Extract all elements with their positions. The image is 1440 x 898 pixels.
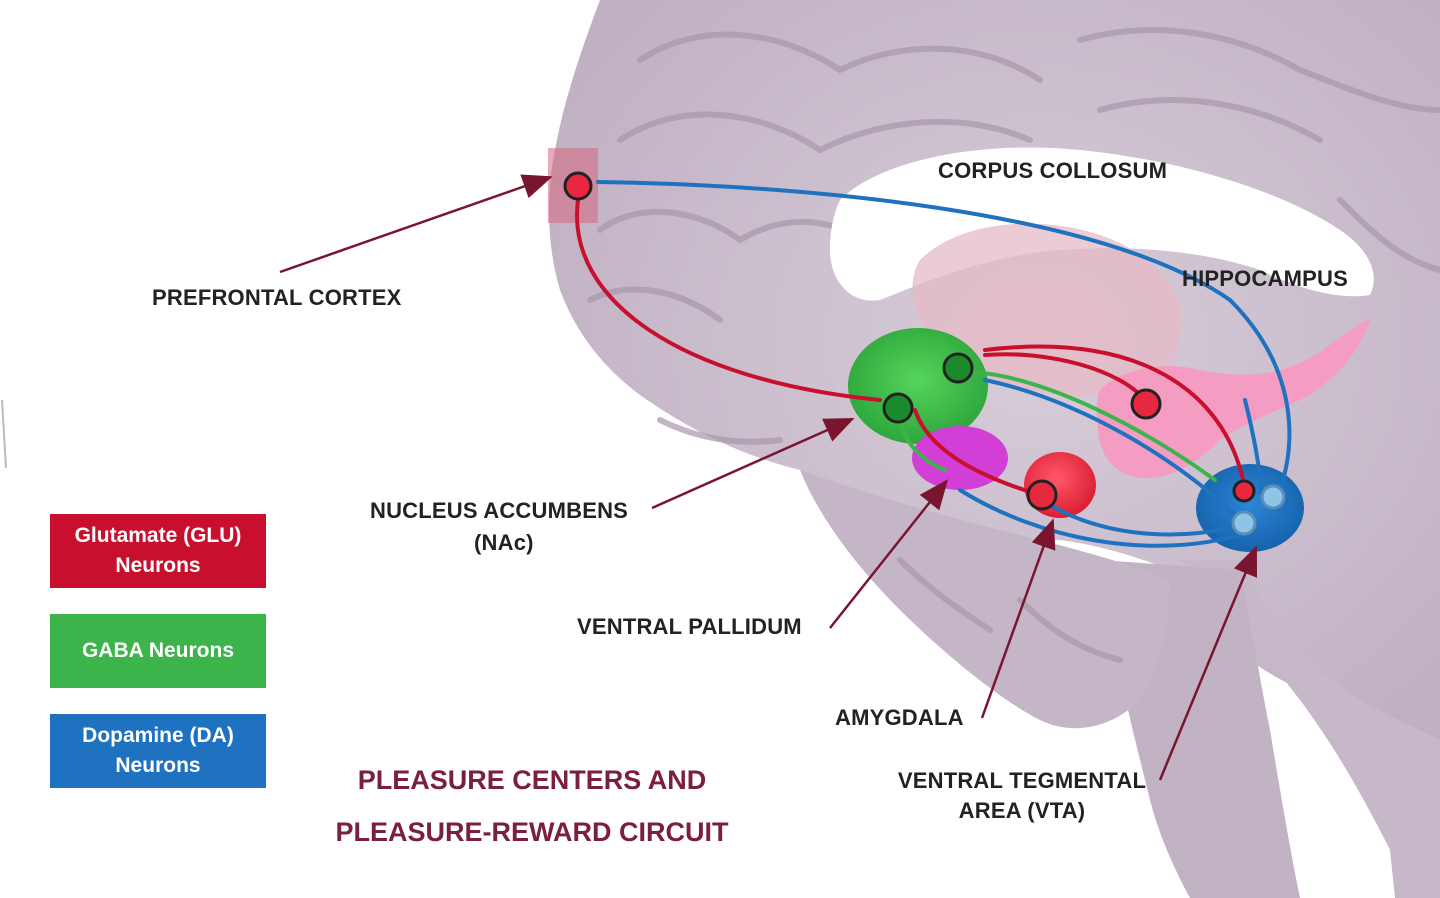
neuron-vta-red <box>1232 479 1256 503</box>
diagram-title: PLEASURE CENTERS AND PLEASURE-REWARD CIR… <box>322 754 742 858</box>
legend-gaba-label: GABA Neurons <box>81 639 235 662</box>
legend-dopamine-line1: Dopamine (DA) <box>82 724 234 747</box>
hippocampus-region <box>1096 320 1370 479</box>
label-vta: VENTRAL TEGMENTAL AREA (VTA) <box>882 766 1162 826</box>
label-vta-line1: VENTRAL TEGMENTAL <box>897 768 1147 793</box>
legend-dopamine-line2: Neurons <box>115 754 201 777</box>
diagram-title-line1: PLEASURE CENTERS AND <box>357 765 707 795</box>
label-amygdala: AMYGDALA <box>835 705 964 730</box>
brain-stem <box>1180 560 1440 898</box>
label-nucleus-accumbens: NUCLEUS ACCUMBENS (NAc) <box>370 495 654 559</box>
pointer-lines <box>279 174 1258 781</box>
pointer-amygdala <box>980 518 1056 719</box>
dopamine-pathway-amygdala <box>1048 503 1242 537</box>
legend-glutamate-line1: Glutamate (GLU) <box>74 524 242 547</box>
left-edge-mark <box>1 399 7 469</box>
neuron-dots <box>563 171 1286 536</box>
glutamate-pathway-vta <box>983 344 1247 492</box>
brain-temporal-lobe <box>800 470 1170 729</box>
label-corpus-collosum: CORPUS COLLOSUM <box>938 158 1168 183</box>
glutamate-pathway-hippocampus <box>983 352 1147 402</box>
dopamine-pathway-hippocampus <box>1243 398 1264 497</box>
pointer-prefrontal <box>279 174 553 274</box>
legend-glutamate: Glutamate (GLU) Neurons <box>50 514 266 588</box>
label-nucleus-accumbens-line2: (NAc) <box>474 530 534 555</box>
legend-glutamate-line2: Neurons <box>115 554 201 577</box>
neuron-hippocampus <box>1130 388 1162 420</box>
label-nucleus-accumbens-line1: NUCLEUS ACCUMBENS <box>370 498 629 523</box>
legend-dopamine: Dopamine (DA) Neurons <box>50 714 266 788</box>
diagram-title-line2: PLEASURE-REWARD CIRCUIT <box>335 817 729 847</box>
legend-gaba: GABA Neurons <box>50 614 266 688</box>
brain-folds <box>587 27 1440 663</box>
label-hippocampus: HIPPOCAMPUS <box>1182 266 1348 291</box>
neuron-nac-2 <box>942 352 974 384</box>
dopamine-pathway-pfc <box>596 180 1292 492</box>
pointer-nac <box>651 417 855 510</box>
dopamine-pathway-lower <box>958 488 1242 548</box>
neuron-nac-1 <box>882 392 914 424</box>
glutamate-pathway-pfc <box>575 198 882 402</box>
label-vta-line2: AREA (VTA) <box>958 798 1086 823</box>
neuron-amygdala <box>1026 479 1058 511</box>
neuron-vta-1 <box>1260 484 1286 510</box>
neuron-vta-2 <box>1231 510 1257 536</box>
gaba-pathway-vta <box>973 370 1217 482</box>
pointer-pallidum <box>829 479 949 629</box>
thalamus <box>912 223 1182 396</box>
pointer-vta <box>1158 545 1258 781</box>
glutamate-pathway-amygdala <box>913 408 1042 497</box>
dopamine-pathway-nac <box>983 378 1242 522</box>
neuron-pfc <box>563 171 593 201</box>
label-prefrontal-cortex: PREFRONTAL CORTEX <box>152 285 402 310</box>
label-ventral-pallidum: VENTRAL PALLIDUM <box>577 614 802 639</box>
